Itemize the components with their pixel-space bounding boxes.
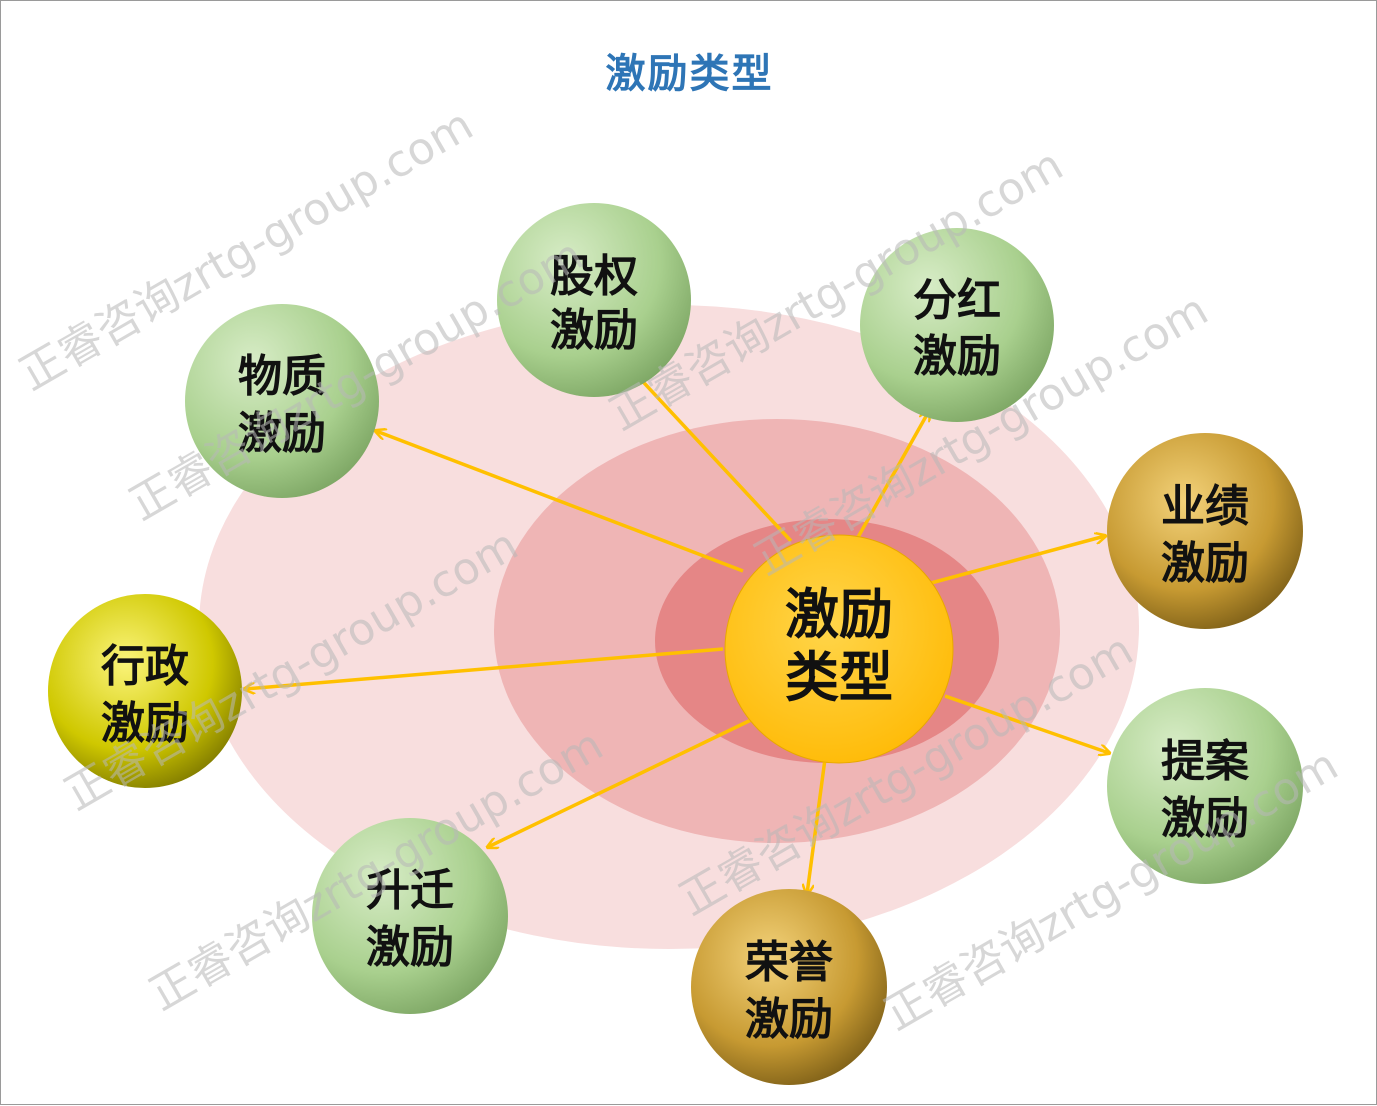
arrows [245,371,1109,894]
node-equity-circle [497,203,691,397]
arrow-to-performance [930,536,1105,585]
node-proposal-line1: 提案 [1161,736,1250,787]
node-dividend-line2: 激励 [913,331,1001,382]
center-label-line2: 类型 [785,646,893,709]
arrow-to-promotion [488,717,754,847]
node-performance-line1: 业绩 [1161,481,1249,532]
node-administrative-line2: 激励 [101,698,189,749]
node-equity: 股权 激励 [497,203,691,397]
background-rings [199,305,1139,949]
node-honor: 荣誉 激励 [691,889,887,1085]
node-honor-line1: 荣誉 [745,937,834,988]
arrow-to-honor [807,758,827,894]
node-dividend: 分红 激励 [860,228,1054,422]
center-circle [724,534,954,764]
node-material-line2: 激励 [238,408,326,459]
node-performance-circle [1107,433,1303,629]
node-material: 物质 激励 [185,304,379,498]
node-promotion: 升迁 激励 [312,818,508,1014]
center-node: 激励 类型 [724,534,954,764]
node-promotion-line2: 激励 [366,922,454,973]
node-dividend-line1: 分红 [913,275,1001,326]
node-administrative-line1: 行政 [101,641,189,692]
node-material-circle [185,304,379,498]
node-dividend-circle [860,228,1054,422]
node-performance-line2: 激励 [1161,538,1249,589]
node-proposal: 提案 激励 [1107,688,1303,884]
node-equity-line1: 股权 [550,251,638,302]
node-performance: 业绩 激励 [1107,433,1303,629]
page-title: 激励类型 [605,51,774,97]
node-equity-line2: 激励 [550,305,638,356]
node-honor-line2: 激励 [745,994,833,1045]
arrow-to-material [376,431,744,573]
node-administrative: 行政 激励 [48,594,242,788]
arrow-to-dividend [855,411,929,540]
node-administrative-circle [48,594,242,788]
node-honor-circle [691,889,887,1085]
center-label-line1: 激励 [785,583,893,646]
arrow-to-administrative [245,647,724,689]
node-material-line1: 物质 [238,351,326,402]
node-promotion-circle [312,818,508,1014]
node-promotion-line1: 升迁 [366,865,454,916]
arrow-to-proposal [944,694,1109,753]
node-proposal-circle [1107,688,1303,884]
node-proposal-line2: 激励 [1161,793,1249,844]
arrow-to-equity [633,371,793,543]
